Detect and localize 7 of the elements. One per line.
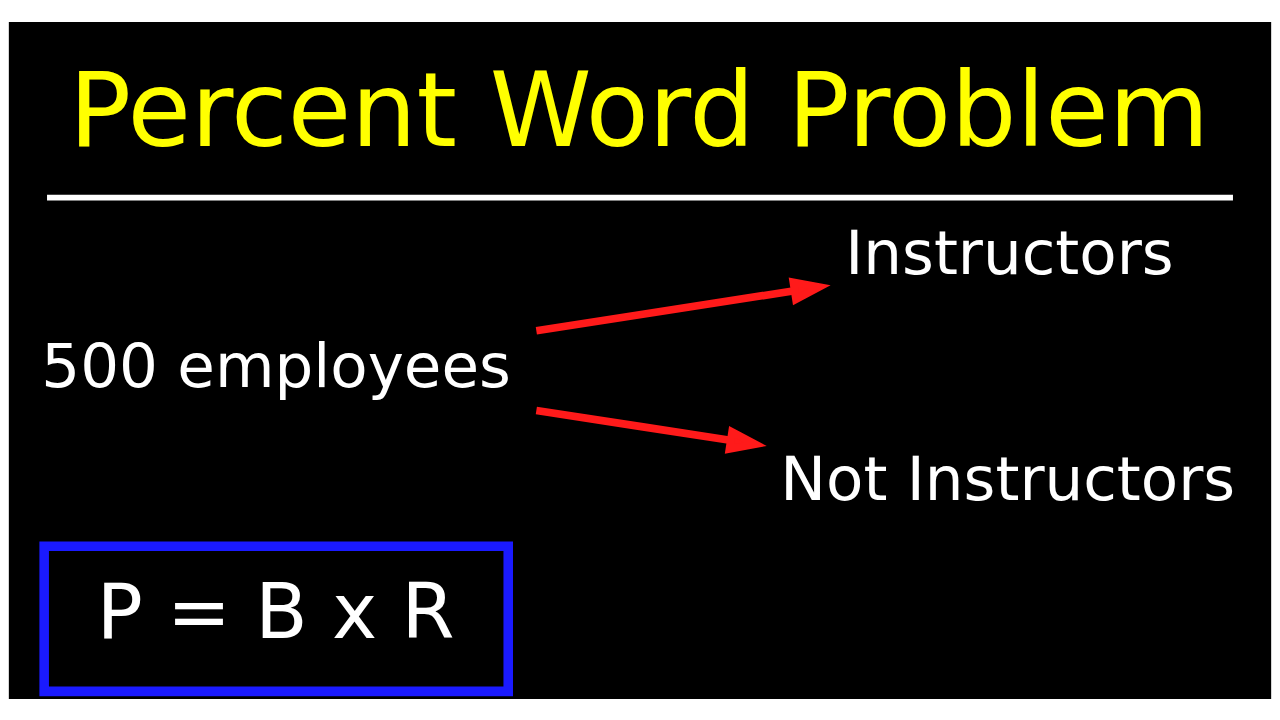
node-box: P = B x R xyxy=(39,540,513,696)
arrow xyxy=(535,406,767,454)
node-text: 500 employees xyxy=(41,329,511,401)
diagram-title: Percent Word Problem xyxy=(68,49,1210,170)
node-text: Instructors xyxy=(845,216,1174,288)
arrow xyxy=(535,276,831,334)
node-text: Not Instructors xyxy=(780,442,1236,514)
